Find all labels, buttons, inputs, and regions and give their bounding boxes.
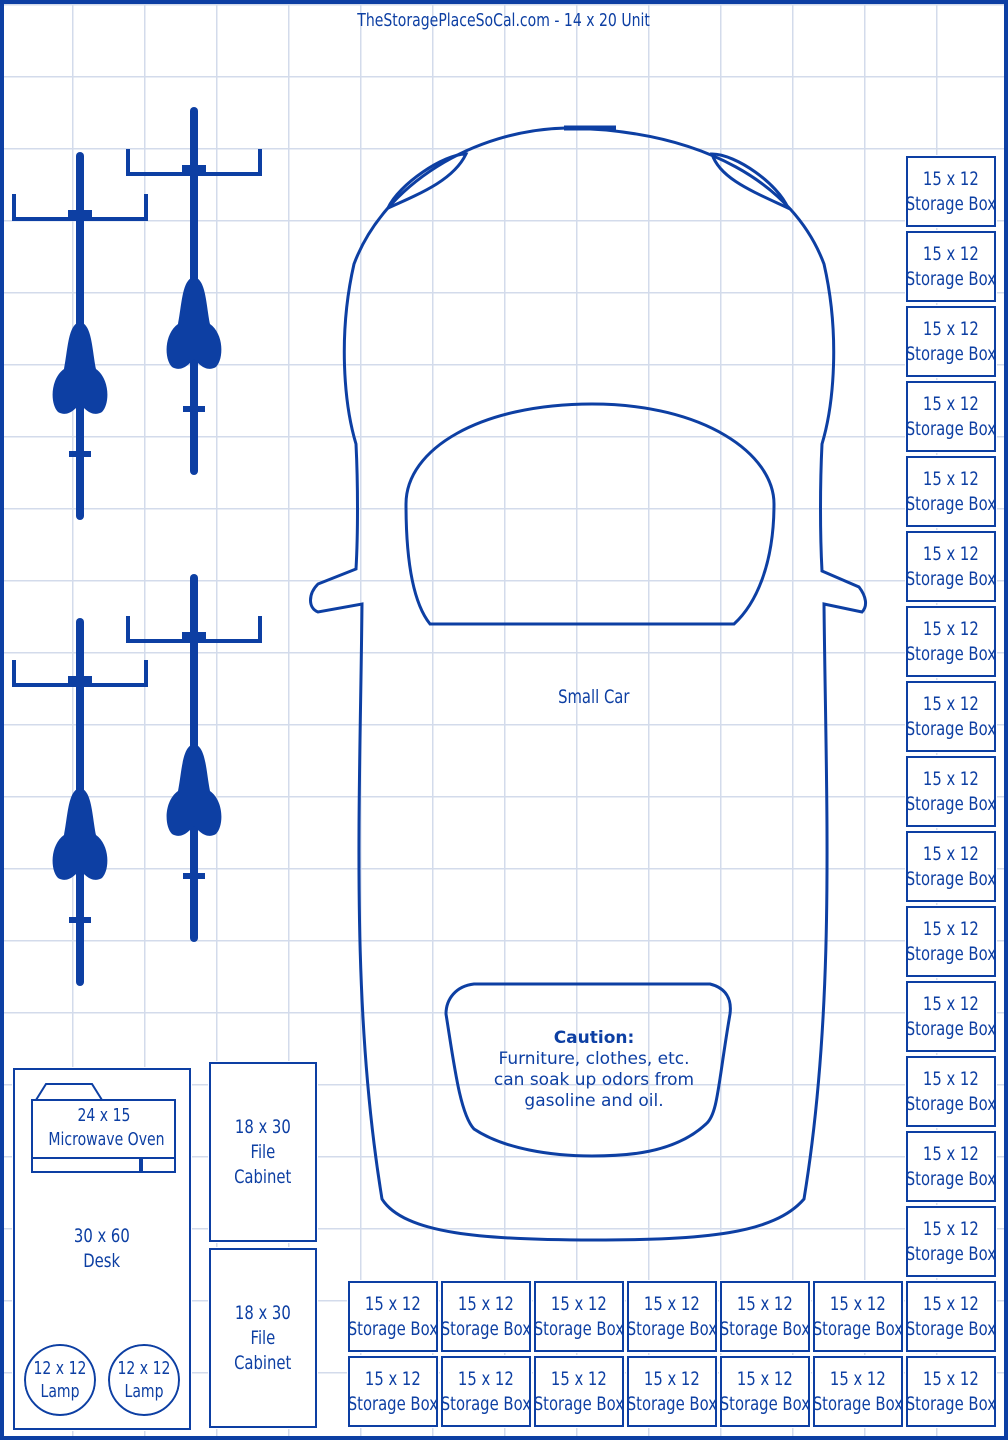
caution-title: Caution: <box>553 1028 635 1048</box>
car-windshield <box>404 402 776 626</box>
bicycle <box>126 107 262 475</box>
caution-line: gasoline and oil. <box>524 1091 664 1111</box>
bicycle <box>12 152 148 520</box>
bicycle <box>12 618 148 986</box>
caution-line: Furniture, clothes, etc. <box>498 1049 690 1069</box>
car-mirror-right <box>709 152 791 212</box>
car-mirror-left <box>384 152 469 211</box>
bicycles-group <box>12 107 262 986</box>
caution-note: Caution: Furniture, clothes, etc. can so… <box>469 1028 719 1112</box>
car-rear-window <box>444 982 732 1158</box>
drawing-layer <box>12 107 868 1242</box>
car-outline <box>309 125 868 1242</box>
bicycle <box>126 574 262 942</box>
car-label: Small Car <box>558 686 630 708</box>
car-body <box>309 126 868 1242</box>
page-title: TheStoragePlaceSoCal.com - 14 x 20 Unit <box>357 10 651 31</box>
caution-line: can soak up odors from <box>493 1070 695 1090</box>
